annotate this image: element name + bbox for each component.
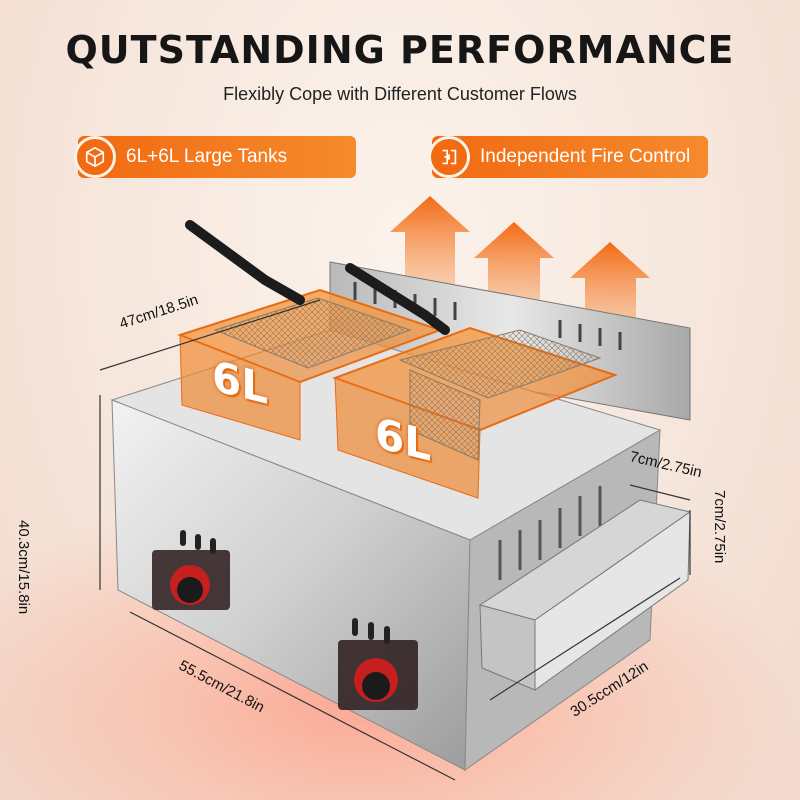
page-subtitle: Flexibly Cope with Different Customer Fl… — [223, 84, 577, 104]
heat-arrows — [390, 196, 650, 340]
feature-badge-label: Independent Fire Control — [480, 146, 691, 167]
box-icon — [74, 136, 116, 178]
page-title: QUTSTANDING PERFORMANCE — [65, 28, 735, 72]
left-burner-control[interactable] — [152, 550, 230, 610]
fire-control-icon — [428, 136, 470, 178]
drawer-height-label-vertical: 7cm/2.75in — [711, 490, 728, 564]
right-burner-control[interactable] — [338, 640, 418, 710]
height-dimension-label: 40.3cm/15.8in — [15, 520, 32, 615]
feature-badge-label: 6L+6L Large Tanks — [126, 146, 288, 167]
feature-badge-tanks: 6L+6L Large Tanks — [74, 136, 356, 178]
feature-badge-fire-control: Independent Fire Control — [428, 136, 708, 178]
